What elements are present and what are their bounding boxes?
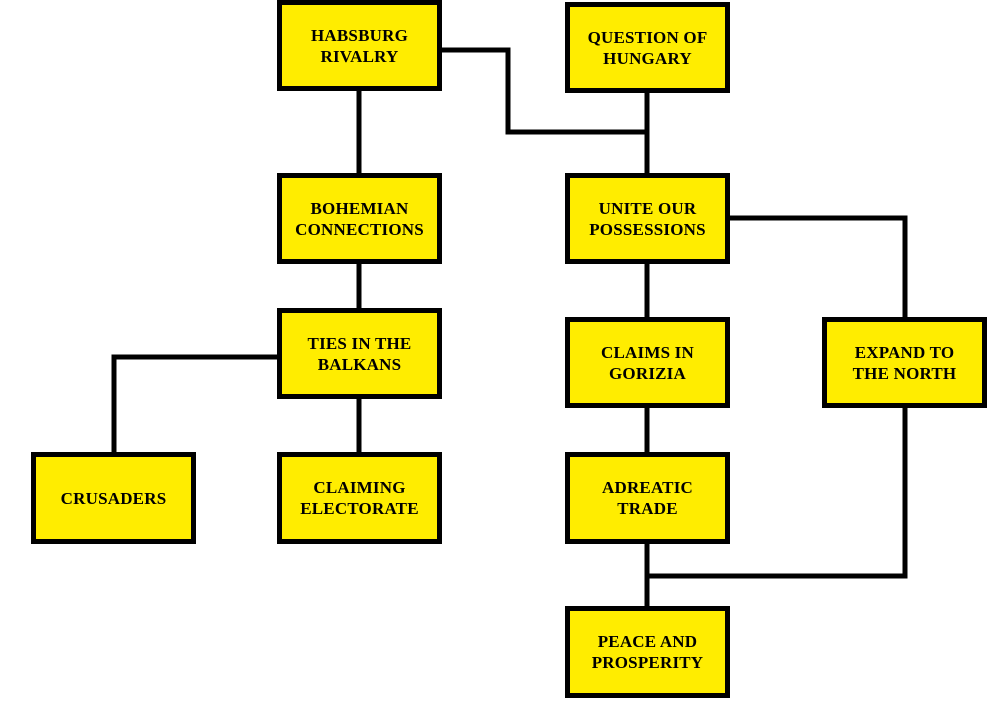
focus-node-label: BOHEMIAN CONNECTIONS — [295, 198, 424, 239]
focus-node-unite-our-possessions[interactable]: UNITE OUR POSSESSIONS — [565, 173, 730, 264]
focus-node-crusaders[interactable]: CRUSADERS — [31, 452, 196, 544]
focus-node-label: UNITE OUR POSSESSIONS — [589, 198, 706, 239]
focus-node-label: CLAIMING ELECTORATE — [300, 478, 419, 518]
focus-node-claims-in-gorizia[interactable]: CLAIMS IN GORIZIA — [565, 317, 730, 408]
focus-node-question-of-hungary[interactable]: QUESTION OF HUNGARY — [565, 2, 730, 93]
focus-node-habsburg-rivalry[interactable]: HABSBURG RIVALRY — [277, 0, 442, 91]
focus-node-ties-in-the-balkans[interactable]: TIES IN THE BALKANS — [277, 308, 442, 399]
focus-node-label: TIES IN THE BALKANS — [307, 333, 412, 374]
focus-node-claiming-electorate[interactable]: CLAIMING ELECTORATE — [277, 452, 442, 544]
focus-node-peace-and-prosperity[interactable]: PEACE AND PROSPERITY — [565, 606, 730, 698]
focus-node-label: EXPAND TO THE NORTH — [852, 342, 957, 383]
focus-node-label: HABSBURG RIVALRY — [310, 25, 408, 66]
focus-node-adreatic-trade[interactable]: ADREATIC TRADE — [565, 452, 730, 544]
focus-node-label: PEACE AND PROSPERITY — [591, 632, 704, 672]
focus-node-bohemian-connections[interactable]: BOHEMIAN CONNECTIONS — [277, 173, 442, 264]
focus-node-expand-to-the-north[interactable]: EXPAND TO THE NORTH — [822, 317, 987, 408]
focus-node-label: CRUSADERS — [60, 488, 167, 508]
focus-node-label: QUESTION OF HUNGARY — [587, 27, 708, 68]
focus-node-label: ADREATIC TRADE — [601, 478, 694, 518]
focus-node-label: CLAIMS IN GORIZIA — [601, 342, 694, 383]
connector-unite-our-possessions-to-expand-to-the-north — [727, 215, 908, 320]
connector-ties-in-the-balkans-to-crusaders — [111, 354, 280, 455]
